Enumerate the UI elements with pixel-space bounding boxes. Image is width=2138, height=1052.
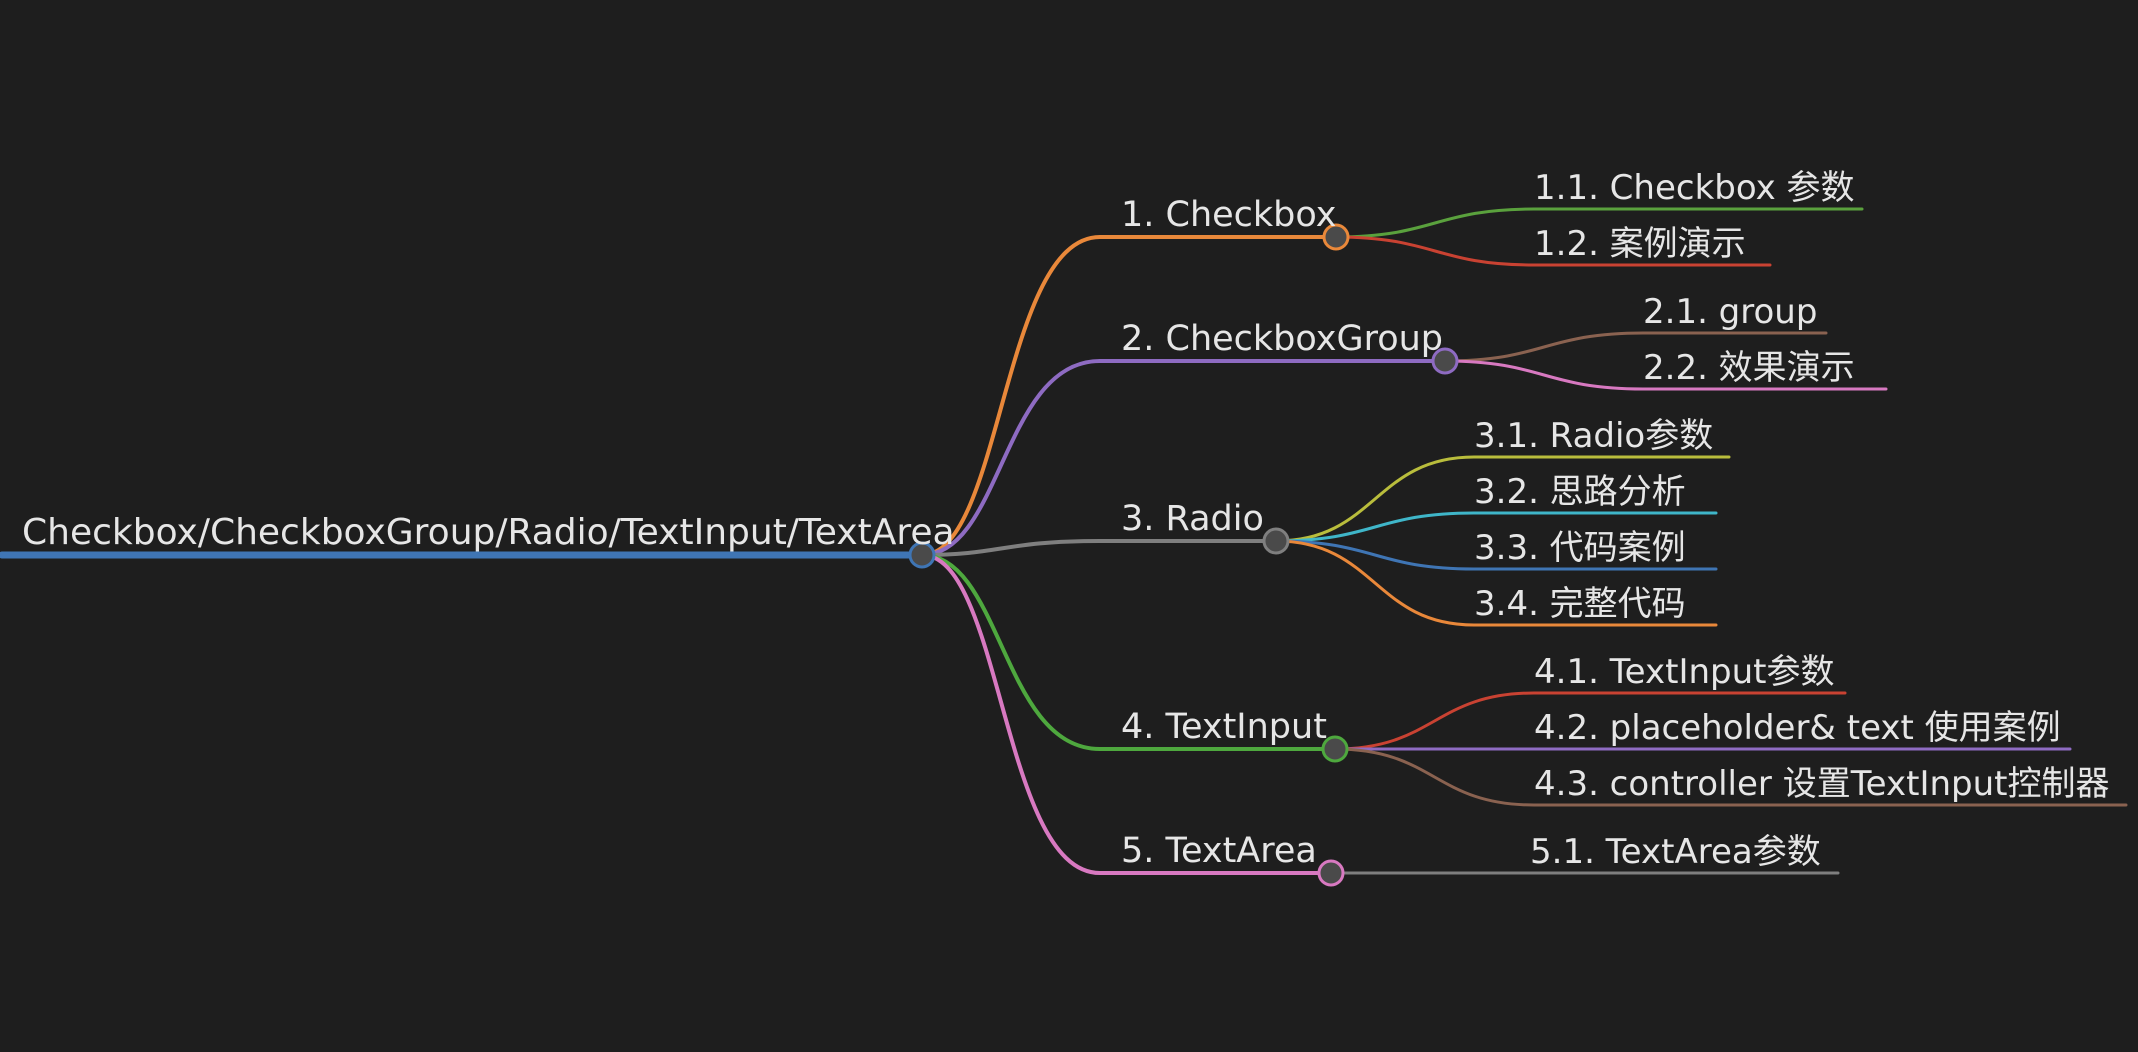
branch-collapse-knob[interactable] [1262, 527, 1290, 555]
mind-map-collapse-knobs [908, 223, 1459, 887]
branch-collapse-knob[interactable] [1317, 859, 1345, 887]
branch-collapse-knob[interactable] [1431, 347, 1459, 375]
branch-node-label: 4. TextInput [1121, 707, 1327, 747]
leaf-edge [1443, 359, 1888, 391]
leaf-edge [1274, 455, 1731, 543]
leaf-edge [1334, 235, 1772, 267]
leaf-edge [1334, 207, 1864, 239]
leaf-node-label: 4.1. TextInput参数 [1534, 652, 1835, 692]
leaf-edge [1443, 331, 1828, 363]
branch-edge [920, 553, 1333, 875]
branch-edge [920, 235, 1338, 557]
leaf-edge [1274, 539, 1718, 571]
branch-node-label: 2. CheckboxGroup [1121, 319, 1443, 359]
leaf-node-label: 3.1. Radio参数 [1474, 416, 1713, 456]
root-collapse-knob[interactable] [908, 541, 936, 569]
leaf-node-label: 4.2. placeholder& text 使用案例 [1534, 708, 2061, 748]
branch-edge [920, 553, 1337, 751]
branch-edge [920, 539, 1278, 557]
branch-collapse-knob[interactable] [1322, 223, 1350, 251]
root-node-label: Checkbox/CheckboxGroup/Radio/TextInput/T… [22, 512, 955, 553]
leaf-node-label: 3.4. 完整代码 [1474, 584, 1686, 624]
leaf-node-label: 2.2. 效果演示 [1643, 348, 1855, 388]
leaf-node-label: 5.1. TextArea参数 [1530, 832, 1821, 872]
leaf-node-label: 4.3. controller 设置TextInput控制器 [1534, 764, 2110, 804]
leaf-node-label: 3.2. 思路分析 [1474, 472, 1686, 512]
mind-map-labels: Checkbox/CheckboxGroup/Radio/TextInput/T… [22, 168, 2110, 872]
leaf-edge [1274, 539, 1718, 627]
mind-map-edges [0, 207, 2128, 875]
branch-node-label: 5. TextArea [1121, 831, 1317, 871]
leaf-node-label: 1.2. 案例演示 [1534, 224, 1746, 264]
branch-collapse-knob[interactable] [1321, 735, 1349, 763]
leaf-node-label: 3.3. 代码案例 [1474, 528, 1686, 568]
leaf-edge [1333, 747, 2128, 807]
branch-node-label: 1. Checkbox [1121, 195, 1336, 235]
leaf-node-label: 2.1. group [1643, 292, 1817, 332]
branch-node-label: 3. Radio [1121, 499, 1264, 539]
branch-edge [920, 359, 1447, 557]
leaf-edge [1274, 511, 1718, 543]
leaf-node-label: 1.1. Checkbox 参数 [1534, 168, 1855, 208]
leaf-edge [1333, 691, 1847, 751]
